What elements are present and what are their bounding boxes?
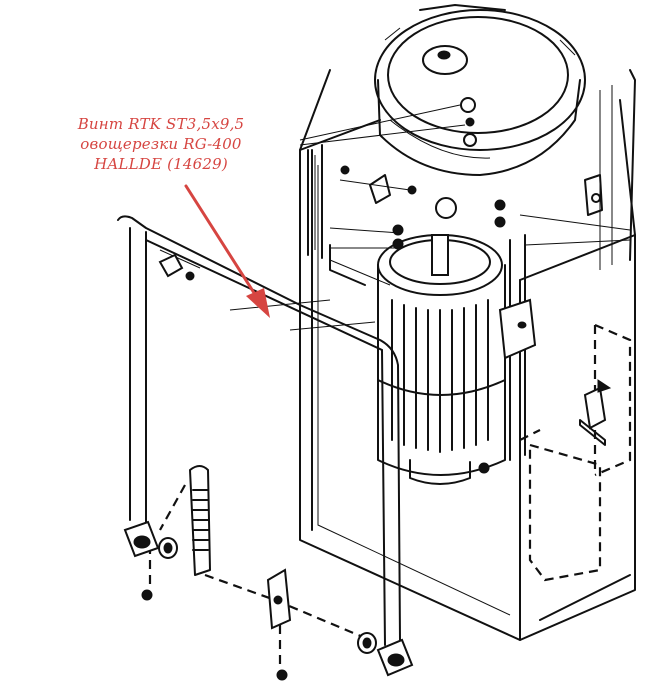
annotation-arrow [184, 184, 270, 318]
annotation-line-3: HALLDE (14629) [94, 155, 228, 173]
front-bracket-plate [117, 215, 401, 646]
motor [377, 234, 537, 485]
annotation-line-2: овощерезки RG-400 [80, 135, 242, 153]
dashed-control-box [519, 323, 632, 582]
feet-and-bushings [123, 462, 490, 681]
bowl-assembly [374, 4, 586, 176]
housing [299, 69, 636, 641]
annotation-caption: Винт RTK ST3,5x9,5 овощерезки RG-400 HAL… [56, 114, 266, 174]
motor-fins [391, 299, 489, 453]
spring-assembly [148, 465, 371, 665]
annotation-line-1: Винт RTK ST3,5x9,5 [77, 115, 245, 133]
leader-lines [229, 104, 631, 331]
